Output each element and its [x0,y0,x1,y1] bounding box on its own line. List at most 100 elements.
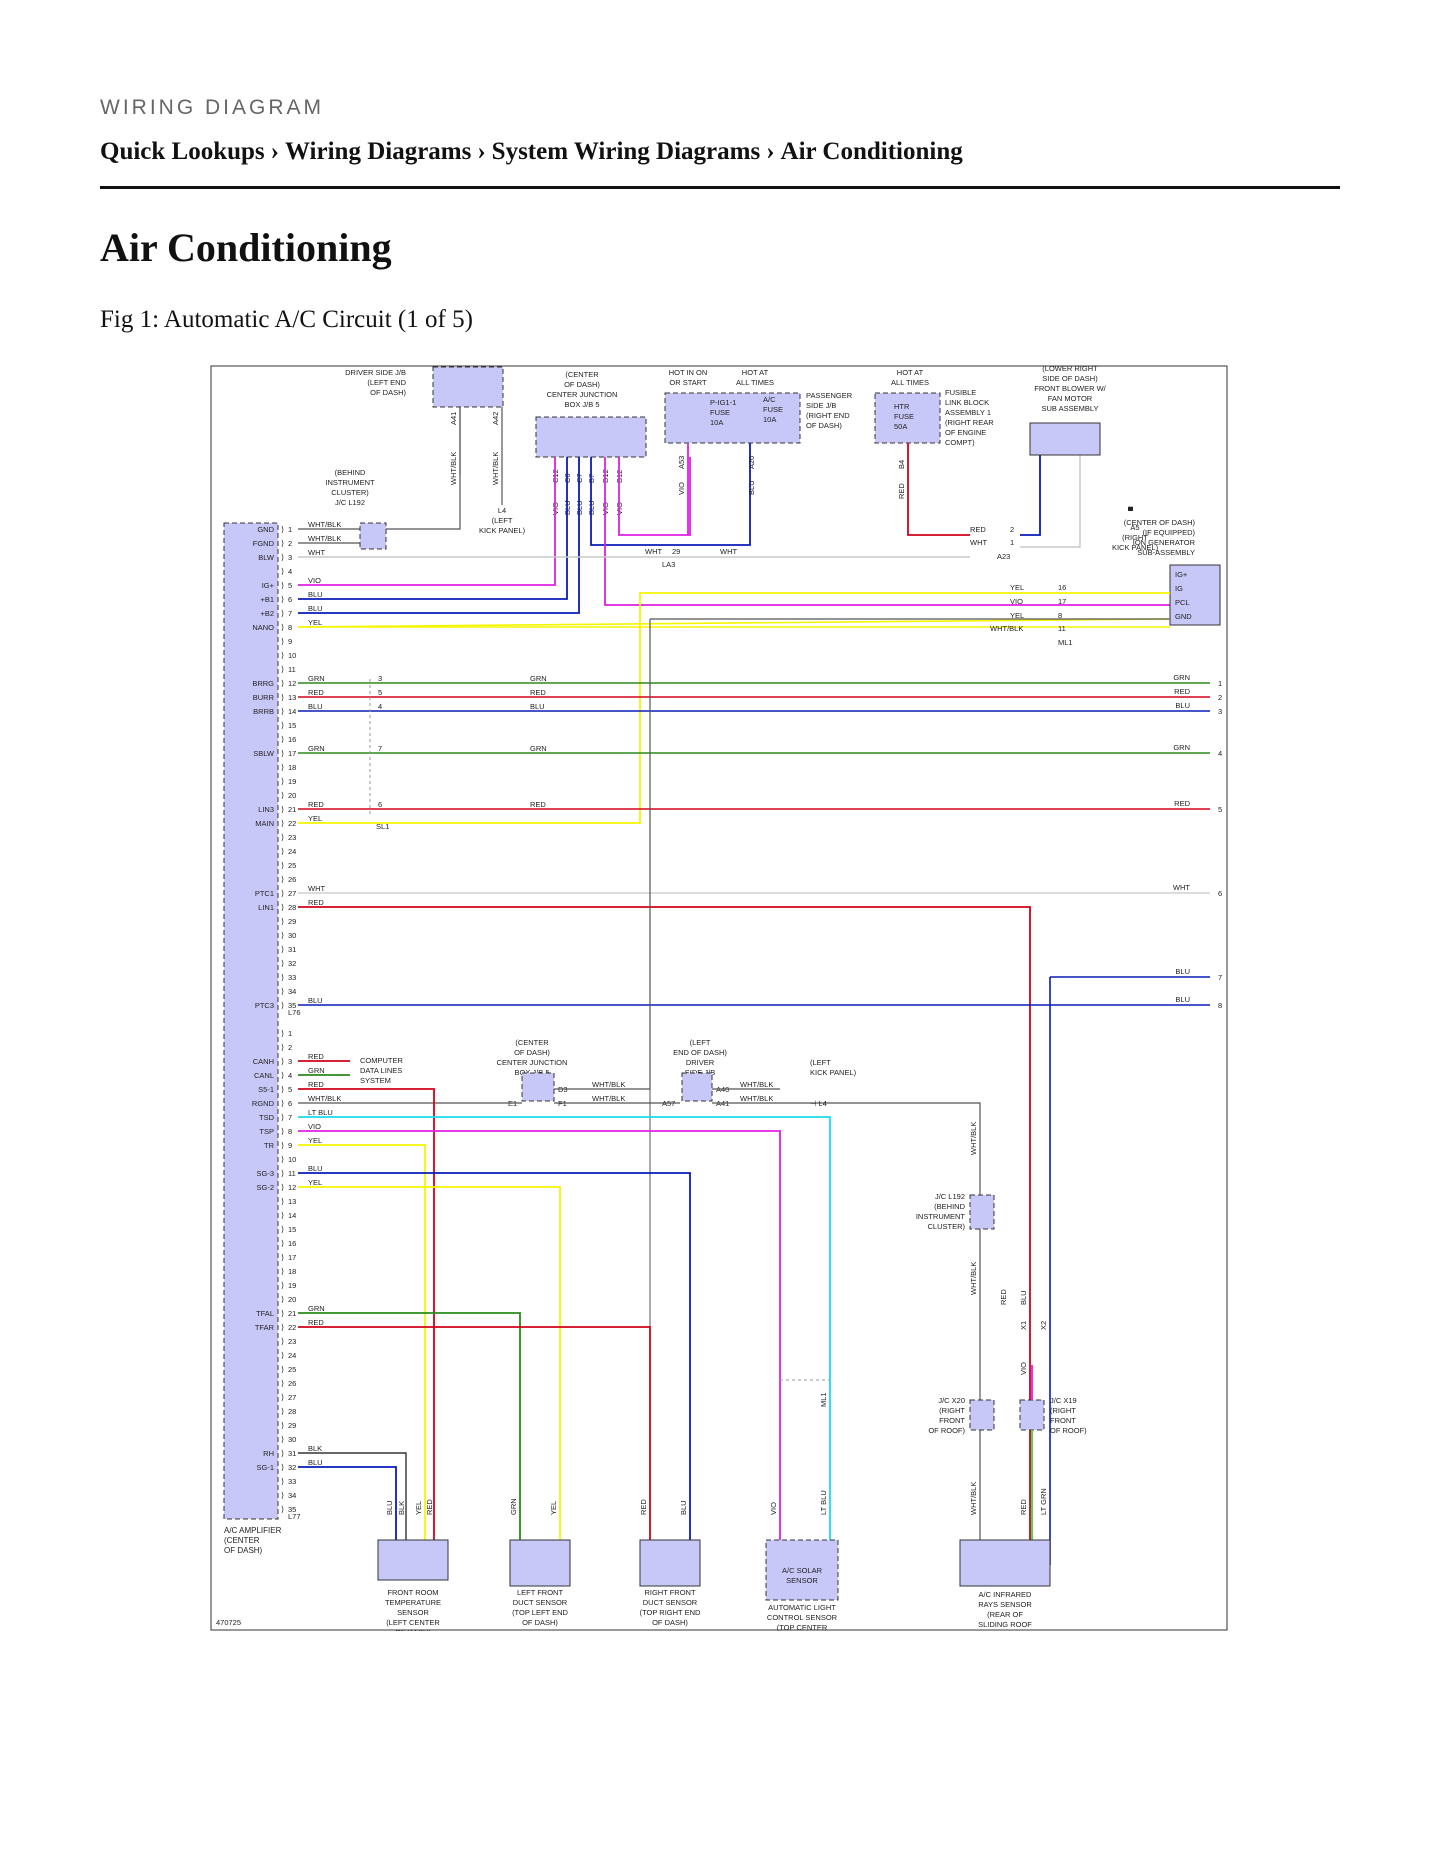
front-room-sensor-label: OF DASH) [395,1628,431,1631]
wire-color-label: GRN [308,1066,325,1075]
connector-id: L77 [288,1512,301,1521]
wire-color-label: BLU [308,590,323,599]
pin-number: 25 [288,1365,296,1374]
pin-label: SBLW [253,749,275,758]
wire-color-label: WHT/BLK [740,1094,773,1103]
wire-color-label: BLU [1175,967,1190,976]
breadcrumb-item[interactable]: System Wiring Diagrams [491,138,761,165]
pin-number: 5 [288,1085,292,1094]
pin-tick: ⟩ [281,637,284,646]
pin-number: 33 [288,1477,296,1486]
wire-color-label: WHT/BLK [592,1080,625,1089]
pin-label: LIN3 [258,805,274,814]
wire-color-label: WHT/BLK [969,1122,978,1155]
pin-number: 4 [288,1071,292,1080]
pin-label: RH [263,1449,274,1458]
pin-tick: ⟩ [281,847,284,856]
pin-number: 10 [288,651,296,660]
pin-tick: ⟩ [281,749,284,758]
pin-number: 21 [288,805,296,814]
wire-blower-blu [1020,455,1041,536]
pin-tick: ⟩ [281,1393,284,1402]
left-duct-sensor-label: DUCT SENSOR [513,1598,568,1607]
pin-tick: ⟩ [281,1421,284,1430]
diagram-frame [210,365,1228,1631]
pin-tick: ⟩ [281,1435,284,1444]
wire-color-label: WHT/BLK [969,1262,978,1295]
wire-color-label: BLU [1175,701,1190,710]
fusible-link-label: ASSEMBLY 1 [945,408,991,417]
pin-number: 27 [288,1393,296,1402]
pin-number: 34 [288,987,296,996]
pin-label: IG+ [262,581,275,590]
amplifier-label: (CENTER [224,1536,260,1545]
pin-label: TR [264,1141,275,1150]
pin-tick: ⟩ [281,1197,284,1206]
wire-color-label: YEL [414,1501,423,1515]
ground-l4-2-label: (LEFT [810,1058,831,1067]
jc-l192-bottom-label: (BEHIND [934,1202,965,1211]
pin-number: 1 [288,525,292,534]
jc-x19-label: (RIGHT [1050,1406,1076,1415]
pin-tick: ⟩ [281,665,284,674]
wire-color-label: BLU [308,1458,323,1467]
pin-number: 10 [288,1155,296,1164]
pin-number: 13 [288,1197,296,1206]
center-jb-2-label: OF DASH) [514,1048,550,1057]
breadcrumb: Quick Lookups›Wiring Diagrams›System Wir… [100,138,963,166]
breadcrumb-item[interactable]: Air Conditioning [780,138,963,165]
pin-tick: ⟩ [281,791,284,800]
front-room-sensor-label: TEMPERATURE [385,1598,441,1607]
wire-color-label: YEL [1010,583,1024,592]
wire-color-label: WHT/BLK [308,534,341,543]
wire-htr [907,443,970,536]
right-connector-number: 2 [1218,693,1222,702]
breadcrumb-item[interactable]: Quick Lookups [100,138,265,165]
pin-number: 2 [288,1043,292,1052]
pin-label: CANL [254,1071,274,1080]
pin-label: SG-2 [256,1183,274,1192]
pin-tick: ⟩ [281,1113,284,1122]
center-jb-2-box [521,1072,555,1102]
pin-tick: ⟩ [281,707,284,716]
pin-number: 12 [288,679,296,688]
pin-number: 6 [378,800,382,809]
jc-l192-top-label: (BEHIND [335,468,366,477]
wire-color-label: WHT/BLK [308,520,341,529]
pin-tick: ⟩ [281,1141,284,1150]
wire-color-label: YEL [308,618,322,627]
pin-tick: ⟩ [281,1281,284,1290]
wire-color-label: YEL [549,1501,558,1515]
amplifier-label: OF DASH) [224,1546,263,1555]
pin-label: TFAR [255,1323,275,1332]
wire-sg1 [298,1466,397,1540]
fusible-link-label: LINK BLOCK [945,398,989,407]
wire-color-label: GRN [308,674,325,683]
wire-color-label: VIO [769,1502,778,1515]
pin-label: +B1 [260,595,274,604]
driver-jb-2-label: END OF DASH) [673,1048,727,1057]
pin-label: BRRG [252,679,274,688]
ground-a5-label: A5 [1130,523,1139,532]
ac-amplifier-box [223,522,279,1520]
pin-tick: ⟩ [281,539,284,548]
pin-number: 7 [288,1113,292,1122]
pin-tick: ⟩ [281,1477,284,1486]
pin-label: BLW [258,553,275,562]
wire-tfar [298,1326,651,1540]
fusible-link-label: COMPT) [945,438,975,447]
ground-l4-label: KICK PANEL) [479,526,526,535]
breadcrumb-item[interactable]: Wiring Diagrams [285,138,472,165]
amplifier-label: A/C AMPLIFIER [224,1526,282,1535]
pin-number: 28 [288,903,296,912]
wire-color-label: BLU [308,702,323,711]
pin-number: 32 [288,1463,296,1472]
ground-a5-label: KICK PANEL) [1112,543,1159,552]
wire-tfal [298,1312,521,1540]
left-duct-sensor-label: OF DASH) [522,1618,558,1627]
pin-label: BRRB [253,707,274,716]
jc-x19-label: OF ROOF) [1050,1426,1087,1435]
jc-l192-bottom-label: INSTRUMENT [916,1212,966,1221]
wire-lin1 [298,906,1031,1565]
